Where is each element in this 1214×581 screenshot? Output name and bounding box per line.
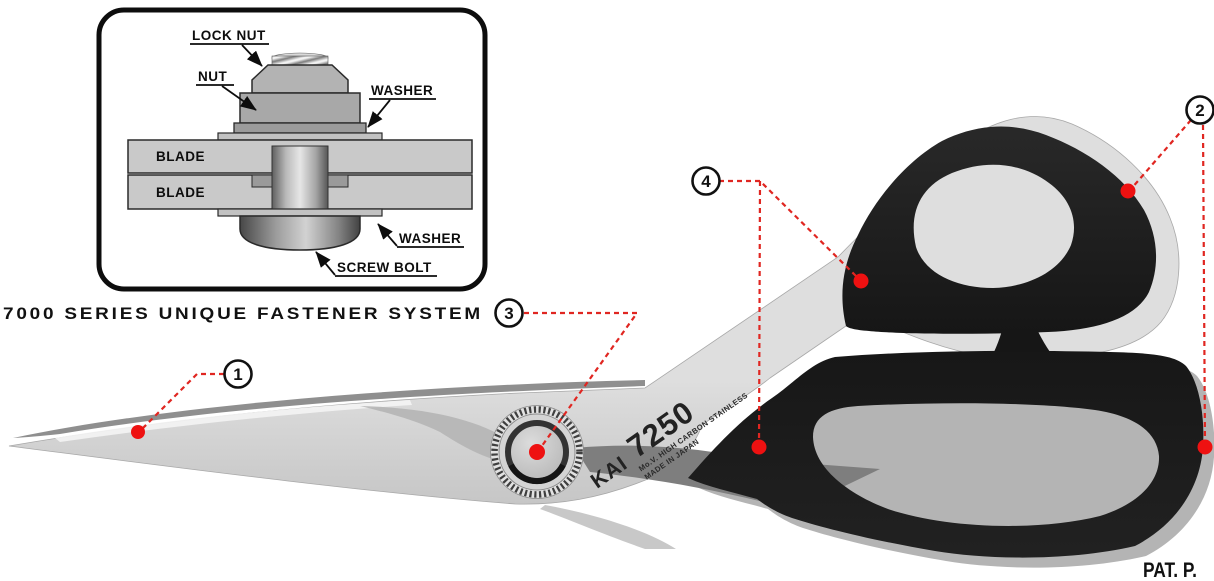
callout-2-number: 2 [1195, 101, 1204, 120]
washer-top-shape [217, 132, 383, 141]
target-dot-4a [853, 273, 869, 289]
bolt-shaft [271, 145, 329, 219]
leader-line-2a [1130, 119, 1192, 190]
inset-label-nut: NUT [198, 69, 227, 84]
callout-3-number: 3 [504, 304, 513, 323]
target-dot-3 [529, 444, 545, 460]
arrow-washer-bottom [377, 223, 398, 247]
callout-4-number: 4 [701, 172, 711, 191]
blade-notch-right [327, 174, 349, 188]
inset-label-blade-top: BLADE [156, 149, 205, 164]
nut-flange [233, 122, 367, 134]
arrow-washer-top [367, 99, 391, 128]
inset-label-washer-bottom: WASHER [399, 231, 461, 246]
patent-text: PAT. P. [1143, 559, 1197, 581]
target-dot-2a [1120, 183, 1136, 199]
arrow-nut [221, 85, 257, 111]
blade-highlight [55, 400, 412, 442]
upper-handle [842, 126, 1157, 334]
nut-shape [239, 92, 361, 124]
lower-handle [688, 350, 1204, 558]
leader-line-1 [139, 372, 224, 432]
inset-label-lock-nut: LOCK NUT [192, 28, 266, 43]
arrow-lock-nut [241, 44, 263, 67]
caption-ref-circle [494, 298, 524, 328]
back-blade-edge [13, 380, 645, 438]
target-dot-4b [751, 439, 767, 455]
callout-1-number: 1 [233, 365, 242, 384]
scissors-illustration: KAI 7250 Mo.V. HIGH CARBON STAINLESS MAD… [8, 116, 1214, 568]
target-dot-1 [131, 425, 145, 439]
arrow-screw-bolt [315, 251, 336, 276]
leader-line-3 [524, 311, 640, 451]
target-dot-2b [1197, 439, 1213, 455]
washer-bottom-shape [217, 208, 383, 217]
inset-label-blade-bottom: BLADE [156, 185, 205, 200]
callout-4-circle [691, 166, 721, 196]
lock-nut-shape [251, 64, 349, 94]
blade-notch-left [251, 174, 273, 188]
caption-text: 7000 SERIES UNIQUE FASTENER SYSTEM [3, 304, 483, 323]
callout-1-circle [223, 359, 253, 389]
inset-label-screw-bolt: SCREW BOLT [337, 260, 432, 275]
callouts: 1 2 3 4 [131, 95, 1214, 460]
fastener-inset-panel: LOCK NUT NUT WASHER BLADE BLADE WASHER S… [96, 7, 488, 292]
screw-bolt-head [239, 215, 361, 251]
inset-label-washer-top: WASHER [371, 83, 433, 98]
front-blade-heel [540, 505, 676, 549]
blade-bevel-shade [360, 406, 530, 464]
